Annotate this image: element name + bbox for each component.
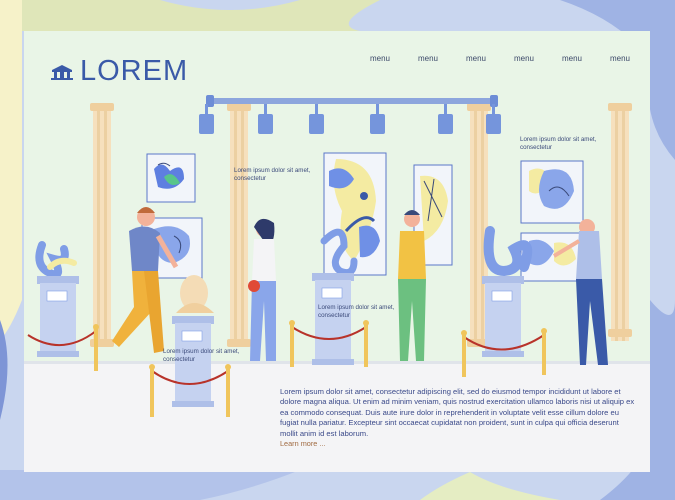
body-paragraph: Lorem ipsum dolor sit amet, consectetur … xyxy=(280,387,635,438)
visitor-woman xyxy=(248,218,276,361)
exhibit-caption: Lorem ipsum dolor sit amet, consectetur xyxy=(520,136,597,152)
pedestal-1 xyxy=(35,241,79,357)
nav-item-5[interactable]: menu xyxy=(561,54,582,63)
spotlights xyxy=(199,104,501,134)
column-center-left xyxy=(227,103,251,347)
painting-4 xyxy=(413,164,453,266)
pedestal-4 xyxy=(482,226,533,357)
painting-5 xyxy=(520,160,584,224)
rope-posts xyxy=(93,320,547,417)
pedestal-2 xyxy=(172,275,214,407)
rope-barriers xyxy=(27,326,545,385)
nav-item-3[interactable]: menu xyxy=(465,54,486,63)
brand-logo[interactable]: LOREM xyxy=(50,57,188,86)
top-navigation: menu menu menu menu menu menu xyxy=(356,54,644,63)
visitor-man-thinking xyxy=(398,210,426,361)
exhibit-caption: Lorem ipsum dolor sit amet, consectetur xyxy=(234,167,311,183)
column-left xyxy=(90,103,114,347)
column-right xyxy=(608,103,632,341)
museum-illustration xyxy=(27,95,632,417)
nav-item-6[interactable]: menu xyxy=(609,54,630,63)
learn-more-link[interactable]: Learn more ... xyxy=(280,439,326,448)
exhibit-caption: Lorem ipsum dolor sit amet, consectetur xyxy=(318,304,395,320)
landing-page: LOREM menu menu menu menu menu menu Lore… xyxy=(24,31,650,472)
painting-1 xyxy=(146,153,196,203)
gallery-floor xyxy=(24,361,650,472)
nav-item-1[interactable]: menu xyxy=(369,54,390,63)
museum-building-icon xyxy=(51,64,73,80)
visitor-walking-man xyxy=(112,207,179,353)
nav-item-2[interactable]: menu xyxy=(417,54,438,63)
visitor-elderly-man xyxy=(552,219,608,365)
exhibit-caption: Lorem ipsum dolor sit amet, consectetur xyxy=(163,348,240,364)
spotlight-track xyxy=(199,95,501,134)
brand-name: LOREM xyxy=(80,55,189,87)
pedestal-3 xyxy=(312,216,376,365)
nav-item-4[interactable]: menu xyxy=(513,54,534,63)
